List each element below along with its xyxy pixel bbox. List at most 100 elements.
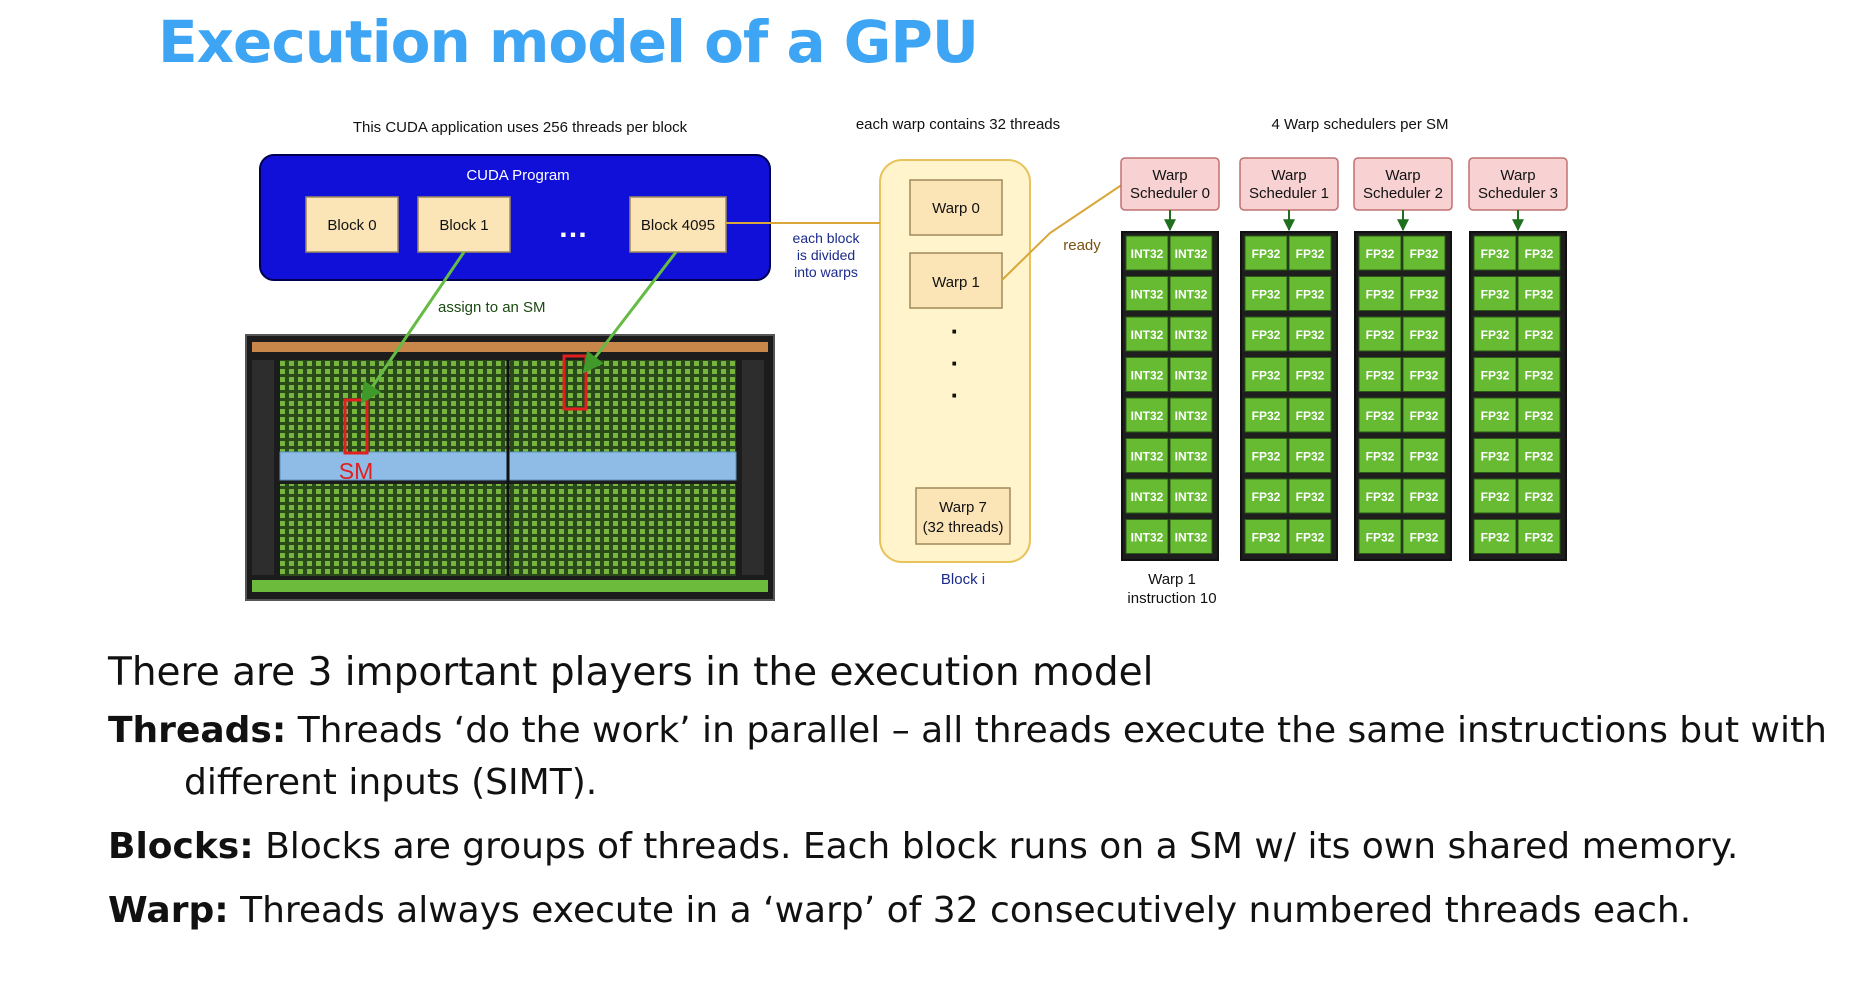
unit-label: INT32 [1175,247,1208,261]
ready-connector [1001,181,1127,281]
unit-label: FP32 [1252,288,1281,302]
unit-label: INT32 [1131,490,1164,504]
unit-label: FP32 [1525,369,1554,383]
execution-unit: FP32 [1517,478,1561,514]
execution-unit: FP32 [1402,519,1446,554]
block-ellipsis: … [558,211,588,244]
gpu-die: SM [245,334,775,601]
unit-label: INT32 [1175,531,1208,545]
execution-unit: FP32 [1244,478,1288,514]
scheduler-label: Warp [1271,167,1306,184]
unit-label: FP32 [1366,369,1395,383]
execution-unit: FP32 [1244,438,1288,473]
scheduler-label: Scheduler 2 [1363,185,1443,202]
unit-label: FP32 [1366,409,1395,423]
unit-label: FP32 [1525,409,1554,423]
execution-unit: FP32 [1288,276,1332,311]
caption-threads-per-block: This CUDA application uses 256 threads p… [353,119,688,136]
execution-unit: FP32 [1244,397,1288,433]
divide-label: each block [793,230,861,246]
scheduler-label: Warp [1500,167,1535,184]
unit-label: FP32 [1525,328,1554,342]
unit-label: FP32 [1410,247,1439,261]
unit-label: FP32 [1296,328,1325,342]
warp-dot: · [951,316,960,346]
block-box: Block 1 [417,196,511,253]
assign-label: assign to an SM [438,299,546,316]
unit-label: FP32 [1525,531,1554,545]
unit-label: FP32 [1252,531,1281,545]
execution-unit: FP32 [1517,438,1561,473]
unit-label: FP32 [1296,409,1325,423]
execution-unit: FP32 [1402,478,1446,514]
scheduler-label: Scheduler 0 [1130,185,1210,202]
scheduler-label: Warp [1152,167,1187,184]
execution-unit: FP32 [1244,235,1288,271]
assign-arrow [360,251,466,404]
execution-unit: INT32 [1169,478,1213,514]
execution-unit: FP32 [1517,235,1561,271]
warp-label: Warp 7 [939,499,987,516]
sm-highlight [343,398,369,455]
execution-unit: FP32 [1473,276,1517,311]
execution-unit: FP32 [1358,276,1402,311]
execution-unit: FP32 [1358,357,1402,392]
warp-label: Warp 1 [932,274,980,291]
unit-label: FP32 [1252,409,1281,423]
unit-label: INT32 [1175,409,1208,423]
execution-unit: FP32 [1358,519,1402,554]
unit-label: FP32 [1296,531,1325,545]
unit-label: INT32 [1131,531,1164,545]
warp-dot: · [951,380,960,410]
execution-unit: FP32 [1288,519,1332,554]
unit-label: FP32 [1366,531,1395,545]
unit-label: FP32 [1252,369,1281,383]
unit-label: FP32 [1525,450,1554,464]
bullet-text: Blocks are groups of threads. Each block… [253,826,1739,867]
execution-unit: INT32 [1125,438,1169,473]
unit-label: FP32 [1366,450,1395,464]
scheduler-label: Warp [1385,167,1420,184]
unit-label: INT32 [1175,450,1208,464]
unit-label: FP32 [1366,247,1395,261]
execution-unit: FP32 [1402,357,1446,392]
unit-label: FP32 [1296,369,1325,383]
bullet-term: Threads: [108,710,287,751]
execution-unit: FP32 [1358,235,1402,271]
unit-label: FP32 [1410,369,1439,383]
execution-unit: FP32 [1402,438,1446,473]
execution-unit: INT32 [1125,276,1169,311]
warp-box: Warp 7 (32 threads) [915,487,1011,545]
warp-box: Warp 1 [909,252,1003,309]
bullet-threads: Threads: Threads ‘do the work’ in parall… [108,705,1848,809]
unit-label: FP32 [1366,288,1395,302]
warp-label: Warp 0 [932,200,980,217]
sm-highlight [562,354,588,411]
assign-arrow [582,251,678,374]
gpu-execution-diagram: This CUDA application uses 256 threads p… [245,116,1568,607]
unit-label: INT32 [1175,288,1208,302]
unit-label: FP32 [1366,490,1395,504]
execution-unit: FP32 [1517,316,1561,352]
execution-unit: FP32 [1517,519,1561,554]
execution-unit: INT32 [1125,357,1169,392]
bullet-term: Blocks: [108,826,254,867]
unit-label: FP32 [1410,409,1439,423]
execution-unit: FP32 [1473,478,1517,514]
execution-unit: INT32 [1169,519,1213,554]
execution-unit: INT32 [1125,519,1169,554]
execution-unit: FP32 [1473,438,1517,473]
unit-label: FP32 [1525,288,1554,302]
block-i-label: Block i [941,571,985,588]
cuda-program-title: CUDA Program [466,167,569,184]
scheduler-label: Scheduler 3 [1478,185,1558,202]
unit-label: FP32 [1410,328,1439,342]
intro-line: There are 3 important players in the exe… [108,650,1154,695]
unit-label: INT32 [1131,328,1164,342]
cuda-program: CUDA Program Block 0 Block 1 … Block 409… [259,154,771,281]
execution-unit: FP32 [1358,397,1402,433]
execution-unit: INT32 [1125,478,1169,514]
